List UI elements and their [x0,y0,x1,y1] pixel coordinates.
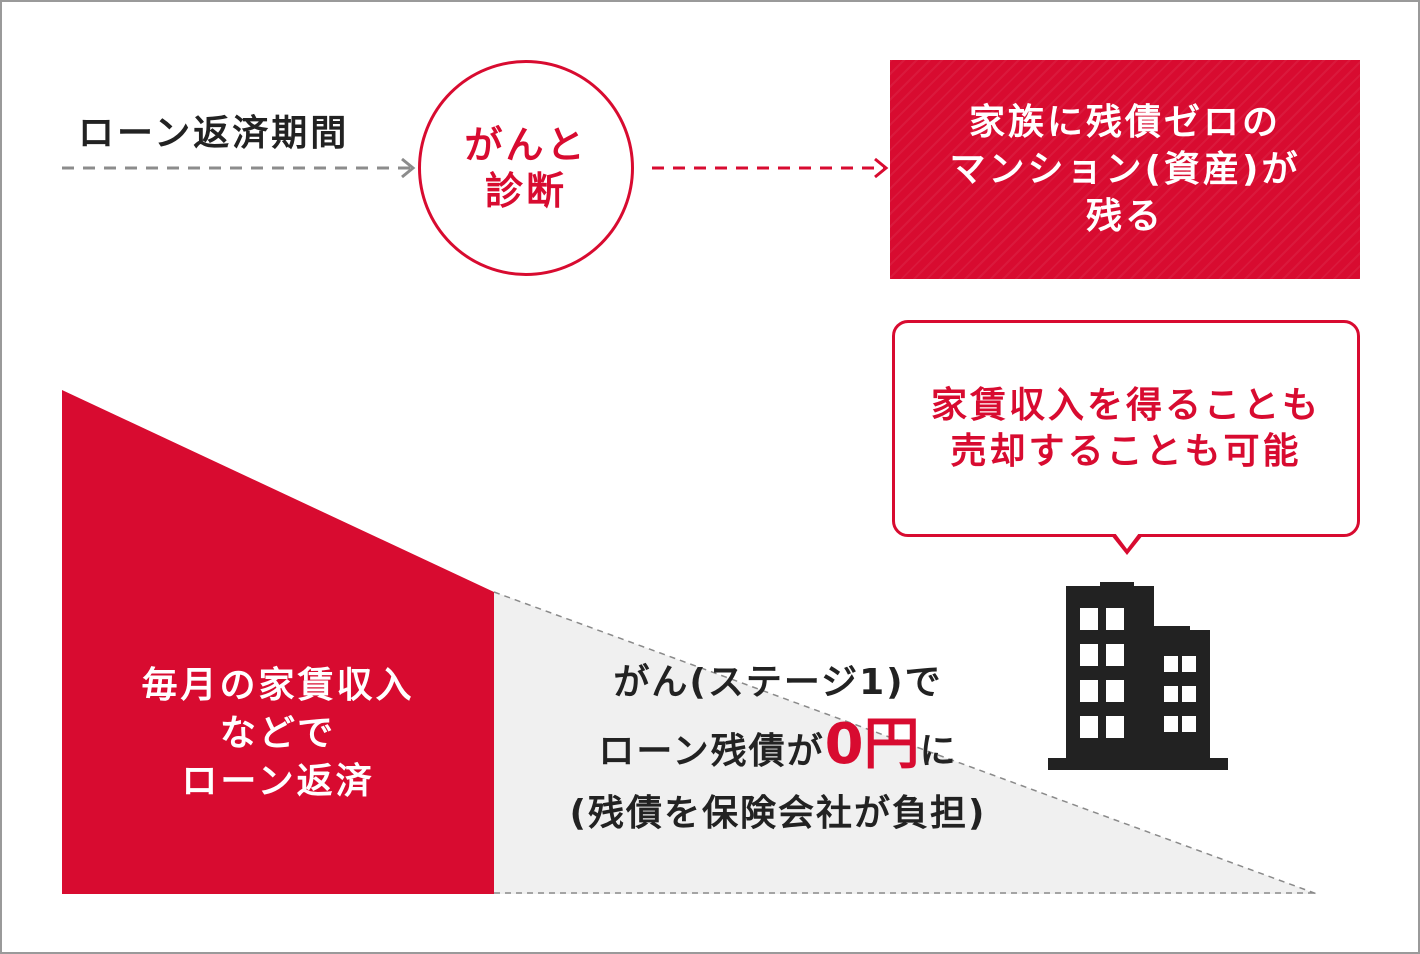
result-box: 家族に残債ゼロの マンション(資産)が 残る [890,60,1360,279]
callout-tail-fill [1115,533,1139,549]
office-building-icon [1048,582,1228,770]
covered-line-2: ローン残債が0円に [498,714,1058,783]
result-arrow [652,157,889,179]
result-label: 家族に残債ゼロの マンション(資産)が 残る [949,102,1301,237]
covered-line-2-post: に [919,731,958,772]
loan-period-label: ローン返済期間 [78,113,350,154]
paid-area [62,390,494,894]
callout-text: 家賃収入を得ることも 売却することも可能 [930,384,1321,472]
covered-line-3: (残債を保険会社が負担) [569,793,987,834]
period-arrow [62,157,416,179]
paid-area-label: 毎月の家賃収入 などで ローン返済 [141,665,415,802]
callout-bubble: 家賃収入を得ることも 売却することも可能 [892,320,1360,537]
cancer-diagnosis-circle: がんと 診断 [418,60,634,276]
covered-area-edge [493,591,1318,895]
covered-area [494,592,1317,894]
covered-line-1: がん(ステージ1)で [613,662,943,703]
zero-yen-amount: 0円 [824,712,920,777]
covered-line-2-pre: ローン残債が [598,731,825,772]
cancer-diagnosis-label: がんと 診断 [464,123,588,213]
covered-area-label: がん(ステージ1)で ローン残債が0円に (残債を保険会社が負担) [498,652,1058,845]
